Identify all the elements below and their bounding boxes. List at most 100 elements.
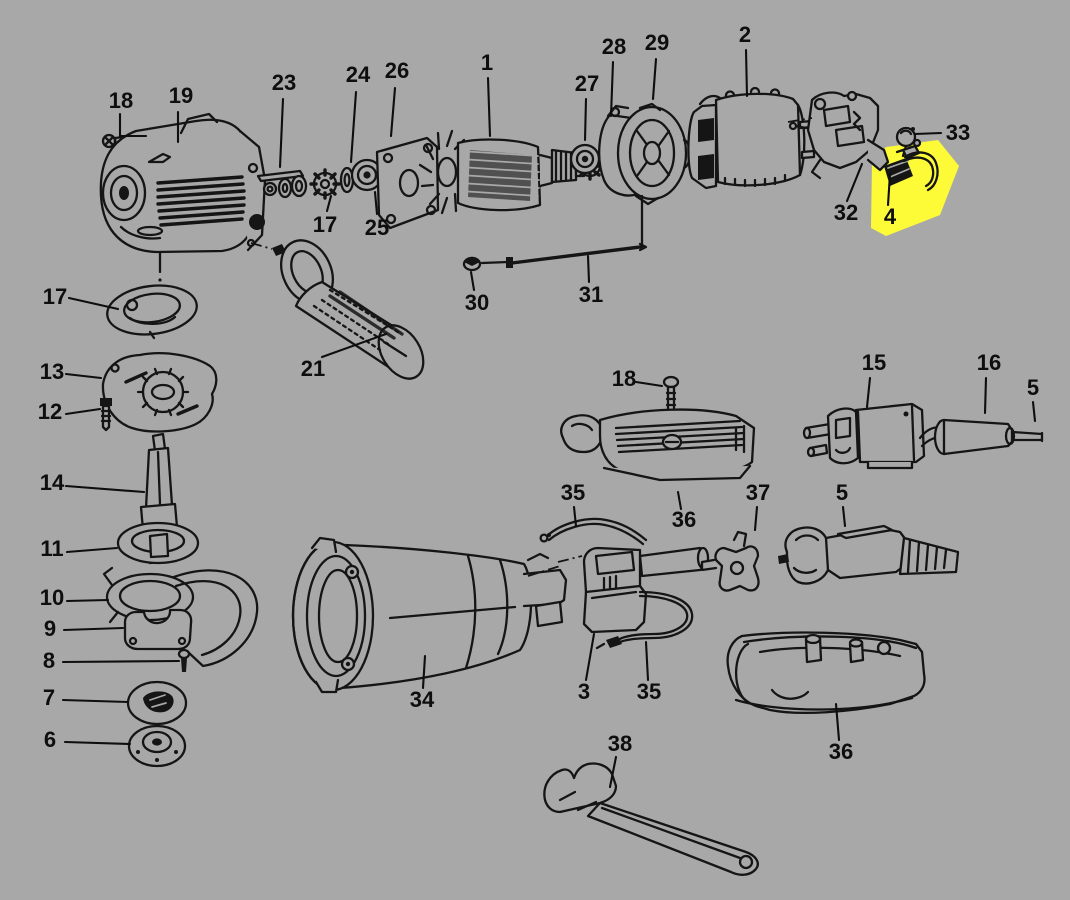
part-label-12-20: 12: [38, 399, 102, 424]
part-label-17-18: 17: [43, 284, 120, 311]
part-label-27-6: 27: [575, 71, 599, 142]
part-label-13-19: 13: [40, 359, 103, 384]
part-number-25: 25: [365, 215, 389, 240]
part-number-38: 38: [608, 731, 632, 756]
part-label-38-40: 38: [608, 731, 632, 789]
part-number-32: 32: [834, 200, 858, 225]
part-12-screw-drawing: [100, 398, 112, 432]
part-31-bolt-drawing: [506, 194, 648, 268]
part-label-9-24: 9: [44, 616, 125, 641]
leader-line-18-0: [118, 112, 148, 138]
part-38-pin-wrench-drawing: [543, 762, 759, 876]
leader-line-10-23: [65, 598, 110, 603]
part-number-37: 37: [746, 480, 770, 505]
part-label-29-8: 29: [645, 30, 669, 101]
part-number-9: 9: [44, 616, 56, 641]
part-label-2-9: 2: [739, 22, 751, 98]
part-number-35: 35: [561, 480, 585, 505]
part-number-19: 19: [169, 83, 193, 108]
part-15-connector-drawing: [802, 402, 926, 470]
part-number-14: 14: [40, 470, 65, 495]
part-number-12: 12: [38, 399, 62, 424]
part-number-31: 31: [579, 282, 603, 307]
part-number-13: 13: [40, 359, 64, 384]
leader-line-25-14: [373, 190, 379, 216]
part-label-5-32: 5: [1027, 375, 1039, 423]
part-36-lower-housing-drawing: [726, 631, 926, 715]
axis-dash-stator: [787, 117, 813, 123]
part-label-34-38: 34: [410, 654, 435, 712]
part-label-33-10: 33: [913, 120, 970, 145]
leader-line-5-32: [1031, 400, 1037, 423]
part-30-nut-drawing: [462, 256, 510, 272]
leader-line-11-22: [65, 546, 119, 554]
part-33-brush-cap-drawing: [895, 126, 917, 158]
leader-line-38-40: [608, 755, 618, 789]
leader-line-21-15: [320, 332, 388, 359]
part-label-26-4: 26: [385, 58, 409, 138]
part-number-6: 6: [44, 727, 56, 752]
leader-line-27-6: [583, 97, 588, 142]
part-number-23: 23: [272, 70, 296, 95]
part-number-5: 5: [836, 480, 848, 505]
part-5-cord-plug-drawing: [778, 524, 960, 585]
leader-line-17-18: [67, 296, 120, 311]
part-label-19-1: 19: [169, 83, 193, 144]
part-number-18: 18: [109, 88, 133, 113]
part-number-28: 28: [602, 34, 626, 59]
part-13-gear-cover-drawing: [101, 352, 218, 433]
part-37-bracket-drawing: [700, 530, 760, 592]
part-number-26: 26: [385, 58, 409, 83]
part-number-11: 11: [40, 536, 63, 561]
part-label-17-13: 17: [313, 194, 337, 237]
part-23-pins-drawing: [256, 169, 308, 199]
part-label-30-16: 30: [465, 270, 489, 315]
part-number-10: 10: [40, 585, 64, 610]
part-label-24-3: 24: [346, 62, 371, 164]
part-11-ring-drawing: [116, 521, 200, 565]
part-label-23-2: 23: [272, 70, 296, 169]
part-number-7: 7: [43, 685, 55, 710]
part-number-17: 17: [43, 284, 67, 309]
part-number-4: 4: [884, 204, 897, 229]
part-17-gear-drawing: [309, 168, 341, 200]
part-3-switch-drawing: [557, 546, 710, 634]
part-19-gear-housing-drawing: [99, 112, 267, 290]
leader-line-14-21: [64, 484, 146, 494]
part-number-29: 29: [645, 30, 669, 55]
part-8-screw-drawing: [177, 648, 191, 672]
part-label-28-7: 28: [602, 34, 626, 118]
leader-line-36-39: [834, 702, 841, 742]
leader-line-24-3: [349, 90, 358, 164]
part-label-8-25: 8: [43, 648, 181, 673]
part-7-inner-flange-drawing: [126, 680, 188, 726]
part-label-25-14: 25: [365, 190, 389, 240]
part-24-washer-drawing: [339, 166, 355, 194]
part-32-brush-holder-drawing: [788, 90, 890, 180]
part-label-18-0: 18: [109, 88, 148, 138]
part-label-7-26: 7: [43, 685, 130, 710]
leader-line-37-34: [753, 505, 759, 532]
leader-line-35-33: [572, 505, 578, 528]
part-label-14-21: 14: [40, 470, 146, 495]
leader-line-30-16: [469, 270, 476, 292]
part-6-clamp-nut-drawing: [127, 724, 187, 768]
leader-line-36-29: [676, 490, 683, 511]
leader-line-18-28: [634, 380, 664, 388]
part-label-4-12: 4: [884, 172, 897, 229]
part-35-wire-upper-drawing: [539, 517, 648, 546]
leader-line-17-13: [325, 194, 333, 213]
part-number-2: 2: [739, 22, 751, 47]
part-label-15-30: 15: [862, 350, 886, 409]
part-number-18: 18: [612, 366, 636, 391]
part-label-18-28: 18: [612, 366, 664, 391]
part-label-36-29: 36: [672, 490, 696, 532]
leader-line-23-2: [278, 97, 285, 169]
part-number-5: 5: [1027, 375, 1039, 400]
part-number-17: 17: [313, 212, 337, 237]
part-10-wheel-guard-drawing: [102, 566, 259, 668]
part-36-top-cover-drawing: [560, 408, 756, 482]
leader-line-7-26: [61, 698, 130, 704]
part-9-flange-drawing: [123, 608, 193, 651]
